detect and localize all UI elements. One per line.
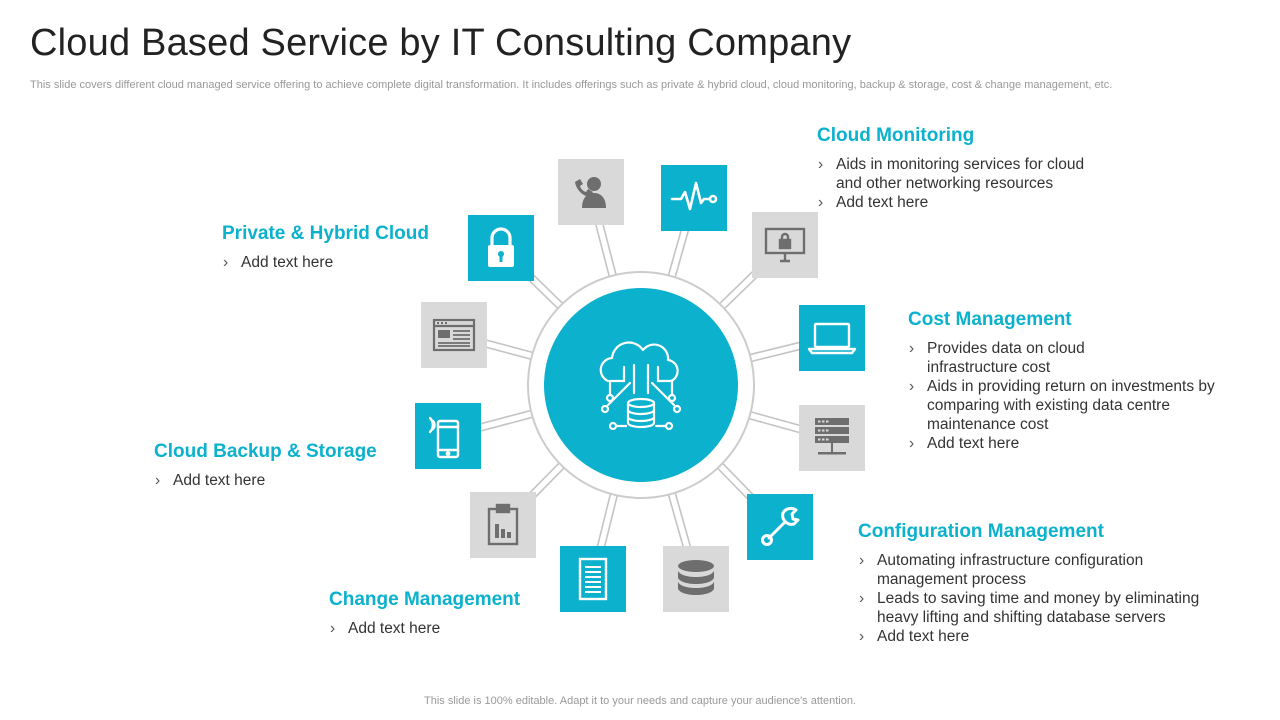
tile-wrench: [747, 494, 813, 560]
list-item: Aids in monitoring services for cloud an…: [817, 155, 1112, 193]
smartphone-icon: [428, 416, 460, 459]
section-title: Cloud Backup & Storage: [154, 441, 377, 462]
tile-heartbeat: [661, 165, 727, 231]
spoke-line: [666, 489, 686, 554]
tile-server-rack: [799, 405, 865, 471]
tile-secure-monitor: [752, 212, 818, 278]
tile-database: [663, 546, 729, 612]
spoke-line: [600, 218, 619, 280]
hub-center-circle: [544, 288, 738, 482]
section-title: Cost Management: [908, 309, 1072, 330]
user-support-icon: [575, 177, 606, 208]
tile-user-support: [558, 159, 624, 225]
section-title: Private & Hybrid Cloud: [222, 223, 429, 244]
hub-spokes: [473, 218, 807, 554]
padlock-icon: [488, 227, 514, 267]
list-item: Provides data on cloud infrastructure co…: [908, 339, 1117, 377]
clipboard-chart-icon: [487, 503, 519, 546]
section-title: Configuration Management: [858, 521, 1104, 542]
secure-monitor-icon: [764, 227, 806, 263]
list-item: Leads to saving time and money by elimin…: [858, 589, 1229, 627]
spoke-line: [743, 416, 805, 435]
spoke-line: [744, 340, 805, 357]
spoke-line: [666, 223, 684, 281]
database-icon: [678, 560, 714, 595]
server-rack-icon: [815, 418, 849, 455]
list-item: Add text here: [908, 434, 1228, 453]
spoke-line: [673, 487, 693, 552]
section-configuration-management: Configuration Management Automating infr…: [858, 521, 1228, 646]
list-item: Add text here: [154, 471, 404, 490]
spoke-line: [479, 344, 536, 362]
spoke-line: [473, 408, 536, 427]
browser-window-icon: [432, 318, 476, 352]
tile-laptop: [799, 305, 865, 371]
spoke-line: [746, 347, 806, 364]
wrench-icon: [761, 506, 800, 546]
spoke-line: [745, 409, 807, 428]
section-title: Cloud Monitoring: [817, 125, 975, 146]
section-cloud-backup-storage: Cloud Backup & Storage Add text here: [154, 441, 404, 490]
heartbeat-monitor-icon: [670, 181, 718, 211]
spoke-line: [593, 219, 612, 282]
list-item: Add text here: [817, 193, 1117, 212]
section-title: Change Management: [329, 589, 521, 610]
spoke-line: [481, 338, 538, 355]
spoke-line: [475, 415, 538, 434]
page-title: Cloud Based Service by IT Consulting Com…: [30, 22, 852, 64]
tile-browser-window: [421, 302, 487, 368]
section-private-hybrid-cloud: Private & Hybrid Cloud Add text here: [222, 223, 462, 272]
spoke-line: [602, 490, 620, 553]
section-cost-management: Cost Management Provides data on cloud i…: [908, 309, 1228, 453]
section-cloud-monitoring: Cloud Monitoring Aids in monitoring serv…: [817, 125, 1117, 212]
footer-note: This slide is 100% editable. Adapt it to…: [424, 695, 856, 707]
tile-clipboard-chart: [470, 492, 536, 558]
spoke-line: [595, 488, 613, 552]
page-subtitle: This slide covers different cloud manage…: [30, 79, 1113, 91]
spoke-line: [673, 225, 691, 283]
laptop-icon: [807, 322, 857, 355]
list-item: Automating infrastructure configuration …: [858, 551, 1177, 589]
section-change-management: Change Management Add text here: [329, 589, 569, 638]
list-item: Add text here: [222, 253, 462, 272]
document-icon: [578, 557, 608, 601]
tile-padlock: [468, 215, 534, 281]
tile-smartphone: [415, 403, 481, 469]
cloud-database-icon: [599, 341, 682, 431]
list-item: Add text here: [858, 627, 1228, 646]
tile-document: [560, 546, 626, 612]
list-item: Add text here: [329, 619, 569, 638]
list-item: Aids in providing return on investments …: [908, 377, 1219, 434]
